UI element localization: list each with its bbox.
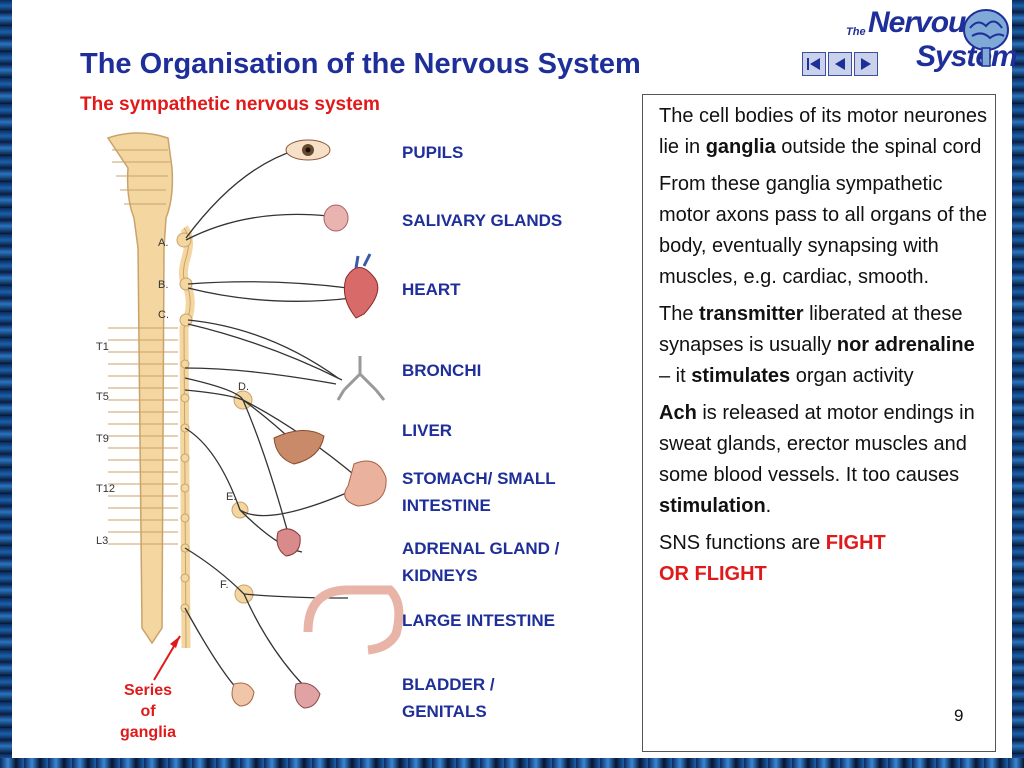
page-number: 9 bbox=[954, 706, 964, 725]
p3-text-g: organ activity bbox=[790, 365, 914, 387]
bottom-border-decoration bbox=[0, 758, 1024, 768]
salivary-gland-icon bbox=[323, 204, 349, 232]
nervous-system-logo: The Nervous System bbox=[842, 4, 1018, 76]
ganglion-letter-d: D. bbox=[238, 381, 249, 393]
label-genitals: GENITALS bbox=[402, 702, 487, 721]
stomach-icon bbox=[344, 460, 387, 507]
ganglion-letter-f: F. bbox=[220, 579, 229, 591]
p3-transmitter: transmitter bbox=[699, 303, 804, 325]
p5-or-flight: OR FLIGHT bbox=[659, 563, 767, 585]
p4-ach: Ach bbox=[659, 402, 697, 424]
explanation-textbox: The cell bodies of its motor neurones li… bbox=[642, 94, 996, 752]
next-slide-button[interactable] bbox=[854, 52, 878, 76]
segment-label-t1: T1 bbox=[96, 341, 109, 353]
paragraph-ach: Ach is released at motor endings in swea… bbox=[659, 398, 987, 522]
slide-title: The Organisation of the Nervous System bbox=[80, 48, 641, 80]
p3-nor-adrenaline: nor adrenaline bbox=[836, 334, 975, 356]
label-bladder: BLADDER / bbox=[402, 675, 495, 694]
ganglion-letter-a: A. bbox=[158, 237, 168, 249]
label-kidneys: KIDNEYS bbox=[402, 566, 478, 585]
p3-stimulates: stimulates bbox=[691, 365, 791, 387]
p1-text-c: outside the spinal cord bbox=[775, 136, 982, 158]
label-salivary-glands: SALIVARY GLANDS bbox=[402, 211, 563, 230]
p1-ganglia: ganglia bbox=[705, 136, 776, 158]
brain-icon bbox=[963, 9, 1009, 67]
paragraph-motor-axons: From these ganglia sympathetic motor axo… bbox=[659, 173, 987, 288]
label-heart: HEART bbox=[402, 280, 461, 299]
series-of-ganglia-label: Series of ganglia bbox=[108, 680, 188, 743]
logo-nervous: Nervous bbox=[868, 6, 982, 39]
paragraph-transmitter: The transmitter liberated at these synap… bbox=[659, 299, 987, 392]
p3-text-c: liberated at these synapses is usually bbox=[659, 303, 963, 356]
skip-back-icon bbox=[807, 58, 820, 70]
p1-text-a: The cell bodies of its motor neurones li… bbox=[659, 105, 987, 158]
arrow-right-icon bbox=[861, 58, 871, 70]
bronchi-icon bbox=[336, 356, 386, 401]
ganglion-letter-e: E. bbox=[226, 491, 236, 503]
segment-label-t5: T5 bbox=[96, 391, 109, 403]
p3-text-e: – it bbox=[659, 365, 692, 387]
large-intestine-icon bbox=[303, 585, 404, 655]
series-label-line2: of bbox=[140, 703, 156, 720]
p5-text-a: SNS functions are bbox=[659, 532, 826, 554]
liver-icon bbox=[273, 430, 325, 465]
sympathetic-nervous-system-diagram: A. B. C. D. E. F. T1 T5 T9 T12 L3 bbox=[68, 128, 418, 718]
label-adrenal-gland: ADRENAL GLAND / bbox=[402, 539, 560, 558]
segment-label-l3: L3 bbox=[96, 535, 108, 547]
series-label-line1: Series bbox=[123, 682, 173, 699]
ganglion-letter-c: C. bbox=[158, 309, 169, 321]
slide-navigation bbox=[802, 52, 878, 76]
slide-subtitle: The sympathetic nervous system bbox=[80, 94, 380, 115]
label-large-intestine: LARGE INTESTINE bbox=[402, 611, 556, 630]
paragraph-sns-functions: SNS functions are FIGHT OR FLIGHT bbox=[659, 528, 987, 590]
logo-the: The bbox=[846, 26, 866, 38]
kidney-icon bbox=[276, 528, 301, 557]
first-slide-button[interactable] bbox=[802, 52, 826, 76]
genitals-icon bbox=[231, 682, 255, 707]
p4-text-d: . bbox=[765, 495, 772, 517]
previous-slide-button[interactable] bbox=[828, 52, 852, 76]
arrow-left-icon bbox=[835, 58, 845, 70]
paragraph-cell-bodies: The cell bodies of its motor neurones li… bbox=[659, 101, 987, 163]
segment-label-t9: T9 bbox=[96, 433, 109, 445]
series-label-line3: ganglia bbox=[119, 724, 176, 741]
p3-text-a: The bbox=[659, 303, 700, 325]
right-border-decoration bbox=[1012, 0, 1024, 768]
slide: The Organisation of the Nervous System T… bbox=[12, 0, 1018, 758]
label-pupils: PUPILS bbox=[402, 143, 464, 162]
bladder-icon bbox=[294, 682, 321, 709]
left-border-decoration bbox=[0, 0, 12, 768]
p4-text-b: is released at motor endings in sweat gl… bbox=[659, 402, 975, 486]
p4-stimulation: stimulation bbox=[659, 495, 766, 517]
label-liver: LIVER bbox=[402, 421, 453, 440]
segment-label-t12: T12 bbox=[96, 483, 115, 495]
eye-icon bbox=[285, 139, 331, 161]
heart-icon bbox=[343, 253, 379, 319]
ganglion-letter-b: B. bbox=[158, 279, 168, 291]
label-stomach-small: STOMACH/ SMALL bbox=[402, 469, 556, 488]
label-bronchi: BRONCHI bbox=[402, 361, 482, 380]
p5-fight: FIGHT bbox=[825, 532, 886, 554]
label-intestine: INTESTINE bbox=[402, 496, 491, 515]
